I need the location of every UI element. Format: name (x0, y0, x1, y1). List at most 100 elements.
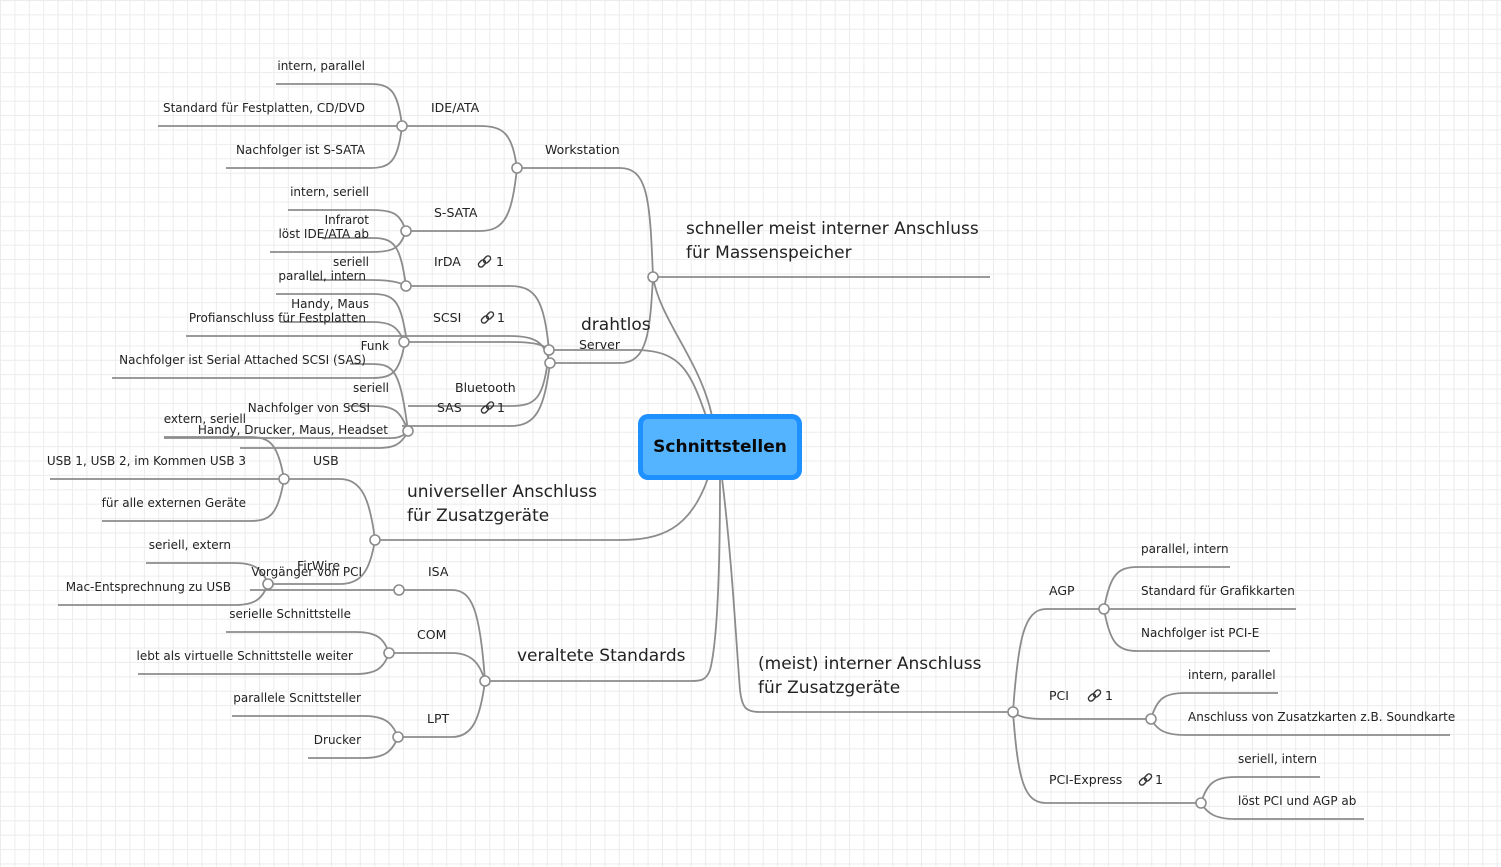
collapse-toggle-firewire[interactable] (262, 578, 274, 590)
edge-workstation-ide (402, 125, 518, 169)
note-agp-2[interactable]: Standard für Grafikkarten (1141, 584, 1295, 598)
collapse-toggle-veraltet[interactable] (479, 675, 491, 687)
node-pci[interactable]: PCI (1049, 688, 1069, 703)
collapse-toggle-pci[interactable] (1145, 713, 1157, 725)
note-pcie-2[interactable]: löst PCI und AGP ab (1238, 794, 1356, 808)
collapse-toggle-pciexpress[interactable] (1195, 797, 1207, 809)
note-agp-1[interactable]: parallel, intern (1141, 542, 1229, 556)
note-usb-2[interactable]: USB 1, USB 2, im Kommen USB 3 (47, 454, 246, 468)
note-bt-1[interactable]: Funk (361, 339, 389, 353)
collapse-toggle-ssata[interactable] (400, 225, 412, 237)
note-irda-1[interactable]: Infrarot (325, 213, 370, 227)
note-usb-1[interactable]: extern, seriell (164, 412, 246, 426)
edge-server-scsi (406, 335, 551, 364)
collapse-toggle-lpt[interactable] (392, 731, 404, 743)
edge-central-drahtlos (549, 349, 707, 417)
node-bluetooth[interactable]: Bluetooth (455, 380, 516, 395)
node-sas[interactable]: SAS (437, 400, 462, 415)
node-workstation[interactable]: Workstation (545, 142, 620, 157)
branch-universell-label-line2[interactable]: für Zusatzgeräte (407, 506, 549, 526)
note-com-2[interactable]: lebt als virtuelle Schnittstelle weiter (137, 649, 354, 663)
node-usb[interactable]: USB (313, 453, 339, 468)
note-bt-2[interactable]: Handy, Drucker, Maus, Headset (198, 423, 388, 437)
edge-central-universell (375, 477, 709, 541)
node-lpt[interactable]: LPT (427, 711, 450, 726)
note-sas-1[interactable]: seriell (353, 381, 389, 395)
note-isa-1[interactable]: Vorgänger von PCI (251, 565, 362, 579)
edge-veraltet-com (389, 652, 486, 682)
collapse-toggle-bluetooth[interactable] (402, 425, 414, 437)
edge-usb-n3 (102, 478, 285, 522)
central-topic-label: Schnittstellen (643, 419, 797, 475)
collapse-toggle-ide[interactable] (396, 120, 408, 132)
note-scsi-2[interactable]: Profianschluss für Festplatten (189, 311, 366, 325)
collapse-toggle-agp[interactable] (1098, 603, 1110, 615)
node-firewire[interactable]: FirWire (297, 558, 340, 573)
branch-universell-label-line1[interactable]: universeller Anschluss (407, 482, 597, 502)
note-ide-2[interactable]: Standard für Festplatten, CD/DVD (163, 101, 365, 115)
collapse-toggle-isa[interactable] (393, 584, 405, 596)
collapse-toggle-intern[interactable] (1007, 706, 1019, 718)
branch-drahtlos-label[interactable]: drahtlos (581, 315, 651, 335)
link-badge-irda[interactable]: 1 (477, 254, 504, 269)
note-ide-3[interactable]: Nachfolger ist S-SATA (236, 143, 366, 157)
note-lpt-1[interactable]: parallele Scnittsteller (233, 691, 361, 705)
collapse-toggle-usb[interactable] (278, 473, 290, 485)
note-sas-2[interactable]: Nachfolger von SCSI (248, 401, 370, 415)
node-s-sata[interactable]: S-SATA (434, 205, 478, 220)
note-scsi-3[interactable]: Nachfolger ist Serial Attached SCSI (SAS… (119, 353, 366, 367)
node-com[interactable]: COM (417, 627, 446, 642)
branch-massen-label-line1[interactable]: schneller meist interner Anschluss (686, 219, 979, 239)
collapse-toggle-massen[interactable] (647, 271, 659, 283)
note-ssata-1[interactable]: intern, seriell (290, 185, 369, 199)
collapse-toggle-scsi[interactable] (398, 336, 410, 348)
note-fw-1[interactable]: seriell, extern (149, 538, 231, 552)
edge-server-sas (402, 362, 551, 427)
leaf-notes-left: intern, parallel Standard für Festplatte… (47, 59, 389, 747)
collapse-toggle-com[interactable] (383, 647, 395, 659)
note-ssata-2[interactable]: löst IDE/ATA ab (278, 227, 369, 241)
node-pci-express[interactable]: PCI-Express (1049, 772, 1122, 787)
note-com-1[interactable]: serielle Schnittstelle (229, 607, 351, 621)
link-badge-scsi[interactable]: 1 (480, 310, 505, 325)
edge-intern-pciexpress (1012, 711, 1201, 804)
central-topic[interactable]: Schnittstellen (638, 414, 802, 480)
note-agp-3[interactable]: Nachfolger ist PCI-E (1141, 626, 1259, 640)
branch-massen-label-line2[interactable]: für Massenspeicher (686, 243, 852, 263)
note-pci-1[interactable]: intern, parallel (1188, 668, 1276, 682)
edge-sas-n1 (348, 405, 409, 432)
link-badge-pci-express[interactable]: 1 (1138, 772, 1163, 787)
collapse-toggle-workstation[interactable] (511, 162, 523, 174)
node-agp[interactable]: AGP (1049, 583, 1075, 598)
node-server[interactable]: Server (579, 337, 621, 352)
link-icon (477, 255, 492, 268)
leaf-notes-right: parallel, intern Standard für Grafikkart… (1141, 542, 1455, 808)
note-irda-2[interactable]: seriell (333, 255, 369, 269)
collapse-toggle-irda[interactable] (400, 280, 412, 292)
node-isa[interactable]: ISA (428, 564, 449, 579)
note-funk-1[interactable]: Handy, Maus (291, 297, 369, 311)
collapse-toggle-universell[interactable] (369, 534, 381, 546)
note-pcie-1[interactable]: seriell, intern (1238, 752, 1317, 766)
note-fw-2[interactable]: Mac-Entsprechnung zu USB (66, 580, 231, 594)
note-scsi-1[interactable]: parallel, intern (278, 269, 366, 283)
branch-intern-label-line2[interactable]: für Zusatzgeräte (758, 678, 900, 698)
edge-intern-agp (1012, 608, 1104, 713)
note-usb-3[interactable]: für alle externen Geräte (102, 496, 246, 510)
collapse-toggle-server[interactable] (544, 357, 556, 369)
note-ide-1[interactable]: intern, parallel (277, 59, 365, 73)
edge-ide-n1 (276, 83, 403, 127)
link-badge-pci[interactable]: 1 (1087, 688, 1113, 703)
collapse-toggle-drahtlos[interactable] (543, 344, 555, 356)
branch-intern-label-line1[interactable]: (meist) interner Anschluss (758, 654, 982, 674)
link-badge-sas[interactable]: 1 (480, 400, 505, 415)
node-irda[interactable]: IrDA (434, 254, 461, 269)
link-count: 1 (1155, 772, 1163, 787)
node-ide-ata[interactable]: IDE/ATA (431, 100, 480, 115)
edge-drahtlos-irda (406, 285, 550, 351)
branch-veraltet-label[interactable]: veraltete Standards (517, 646, 686, 666)
note-pci-2[interactable]: Anschluss von Zusatzkarten z.B. Soundkar… (1188, 710, 1455, 724)
note-lpt-2[interactable]: Drucker (314, 733, 361, 747)
node-scsi[interactable]: SCSI (433, 310, 461, 325)
